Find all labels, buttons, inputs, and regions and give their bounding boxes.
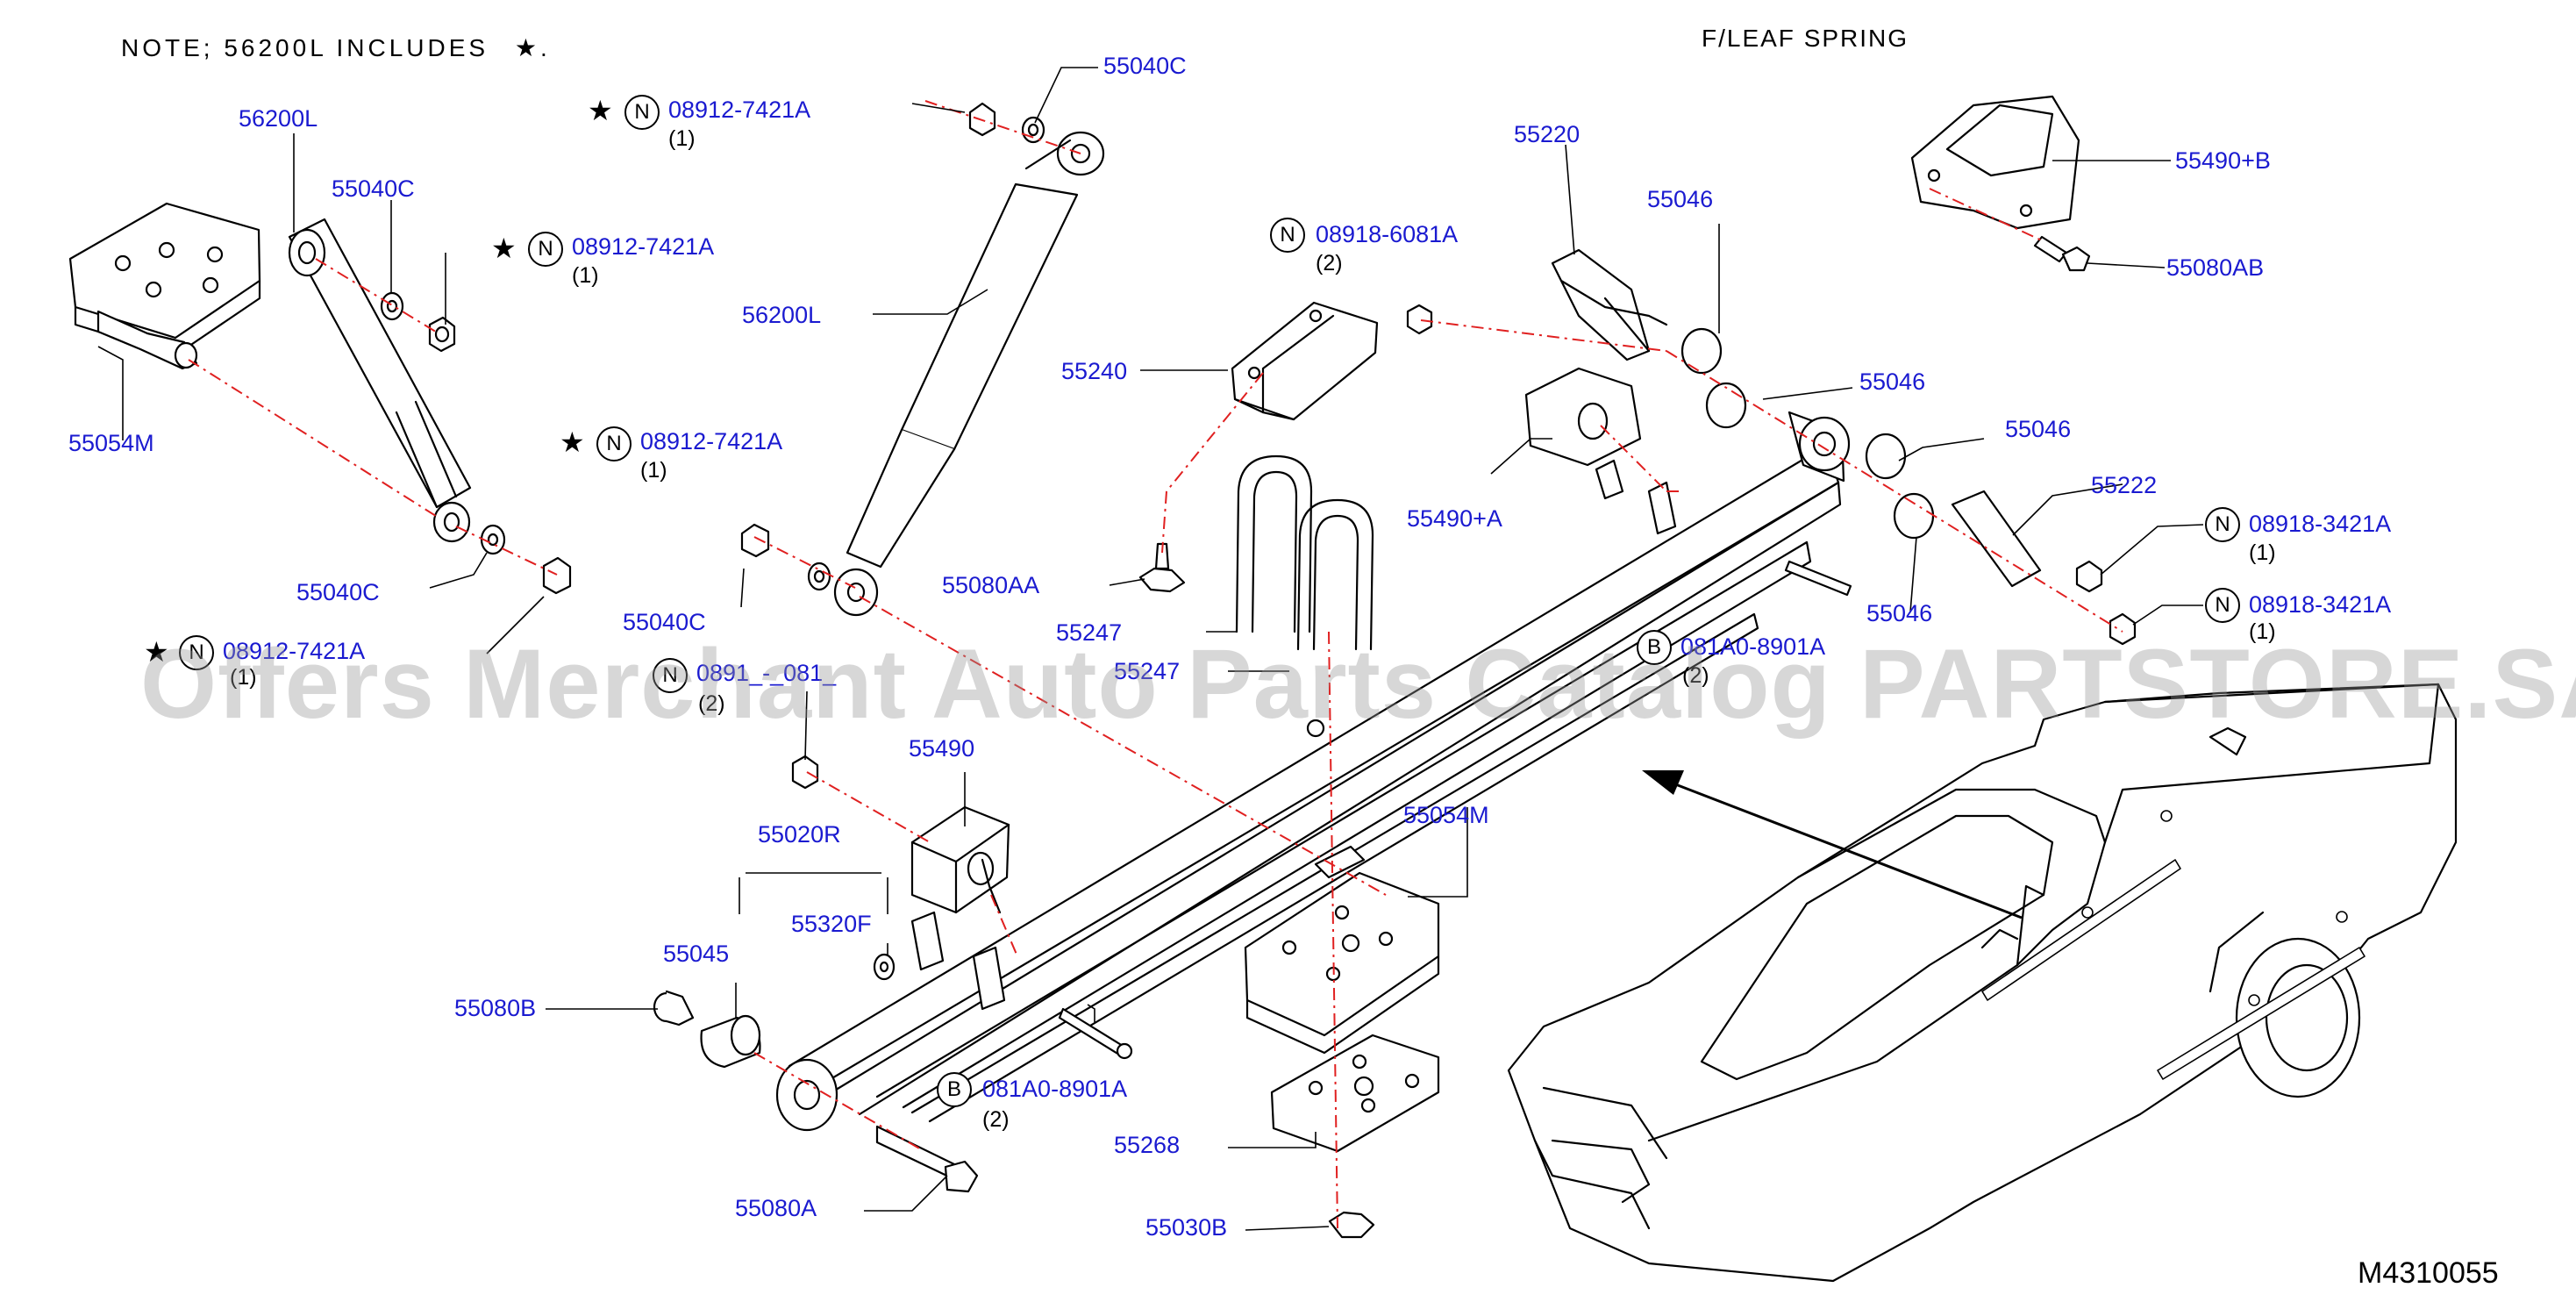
part-label[interactable]: 55045 <box>663 941 730 967</box>
frame-bracket-center <box>1244 845 1440 1055</box>
part-label[interactable]: 55040C <box>623 609 706 635</box>
part-label[interactable]: 55240 <box>1061 358 1128 384</box>
part-label[interactable]: 55247 <box>1056 619 1123 646</box>
star-icon: ★ <box>588 95 613 126</box>
part-label[interactable]: 081A0-8901A <box>1680 633 1826 660</box>
part-label[interactable]: 0891_-_081_ <box>696 660 837 686</box>
part-label[interactable]: 55040C <box>296 579 380 605</box>
quantity: (2) <box>1316 251 1343 275</box>
part-label[interactable]: 55040C <box>1103 53 1187 79</box>
part-label[interactable]: 55080AB <box>2166 254 2265 281</box>
note-body: NOTE; 56200L INCLUDES <box>121 34 489 61</box>
bump-stopper-55490 <box>910 805 1010 914</box>
part-label[interactable]: 55320F <box>791 911 872 937</box>
quantity: (2) <box>698 691 725 716</box>
star-icon: ★ <box>491 232 517 264</box>
part-label[interactable]: 55054M <box>1403 802 1489 828</box>
b-circle-icon: B <box>1637 630 1672 665</box>
shackle-plate-55222 <box>1951 490 2042 588</box>
part-label[interactable]: 55222 <box>2091 472 2158 498</box>
watermark: Offers Merchant Auto Parts Catalog PARTS… <box>140 629 2576 739</box>
part-label[interactable]: 55490+A <box>1407 505 1502 532</box>
part-label[interactable]: 55046 <box>1647 186 1714 212</box>
part-label[interactable]: 08918-3421A <box>2249 591 2392 618</box>
part-label[interactable]: 55490 <box>909 735 975 762</box>
part-label[interactable]: 08918-3421A <box>2249 511 2392 537</box>
quantity: (1) <box>2249 619 2276 644</box>
n-circle-icon: N <box>596 426 632 461</box>
assembly-centerlines <box>188 100 2123 1229</box>
part-label[interactable]: 55046 <box>2005 416 2072 442</box>
n-circle-icon: N <box>2205 507 2240 542</box>
view-direction-arrow <box>1642 770 2023 919</box>
part-label[interactable]: 55268 <box>1114 1132 1181 1158</box>
note-text: NOTE; 56200L INCLUDES ★. <box>121 33 551 62</box>
center-shock-absorber <box>833 131 1105 617</box>
n-circle-icon: N <box>2205 588 2240 623</box>
part-label[interactable]: 55046 <box>1866 600 1933 626</box>
part-label[interactable]: 08918-6081A <box>1316 221 1459 247</box>
part-label[interactable]: 55054M <box>68 430 154 456</box>
part-label[interactable]: 081A0-8901A <box>982 1076 1128 1102</box>
star-icon: ★ <box>560 426 585 458</box>
quantity: (1) <box>668 126 696 151</box>
part-label[interactable]: 55490+B <box>2175 147 2271 174</box>
n-circle-icon: N <box>624 95 660 130</box>
spring-plate-55268 <box>1270 1034 1440 1153</box>
part-label[interactable]: 08912-7421A <box>640 428 783 454</box>
part-label[interactable]: 55046 <box>1859 368 1926 395</box>
part-label[interactable]: 55247 <box>1114 658 1181 684</box>
part-label[interactable]: 55030B <box>1145 1214 1228 1241</box>
part-label[interactable]: 55040C <box>332 175 415 202</box>
part-label[interactable]: 55220 <box>1514 121 1581 147</box>
part-label[interactable]: 55080A <box>735 1195 817 1221</box>
quantity: (1) <box>640 458 667 483</box>
n-circle-icon: N <box>528 232 563 267</box>
b-circle-icon: B <box>937 1072 972 1107</box>
bump-stopper-bracket-55490b <box>1910 95 2080 230</box>
part-label[interactable]: 56200L <box>239 105 318 132</box>
leader-lines <box>97 67 2204 1231</box>
u-bolts <box>1235 454 1374 651</box>
left-shock-absorber <box>288 218 472 543</box>
part-label[interactable]: 55080B <box>454 995 537 1021</box>
part-label[interactable]: 56200L <box>742 302 822 328</box>
part-label[interactable]: 08912-7421A <box>572 233 715 260</box>
frame-bracket-left <box>68 202 261 370</box>
n-circle-icon: N <box>179 635 214 670</box>
star-icon: ★ <box>144 636 169 668</box>
quantity: (2) <box>982 1107 1010 1132</box>
quantity: (1) <box>2249 540 2276 565</box>
part-label[interactable]: 08912-7421A <box>668 97 811 123</box>
n-circle-icon: N <box>653 658 688 693</box>
note-star: ★. <box>514 34 551 61</box>
part-label[interactable]: 08912-7421A <box>223 638 366 664</box>
part-label[interactable]: 55080AA <box>942 572 1040 598</box>
n-circle-icon: N <box>1270 218 1305 253</box>
leaf-spring <box>775 411 1851 1132</box>
diagram-title: F/LEAF SPRING <box>1702 25 1909 52</box>
quantity: (2) <box>1682 663 1709 688</box>
shackle-bracket-55220 <box>1551 248 1668 361</box>
part-label[interactable]: 55020R <box>758 821 841 848</box>
spring-seat <box>1231 301 1379 421</box>
diagram-code: M4310055 <box>2358 1256 2499 1290</box>
quantity: (1) <box>572 263 599 288</box>
quantity: (1) <box>230 665 257 690</box>
